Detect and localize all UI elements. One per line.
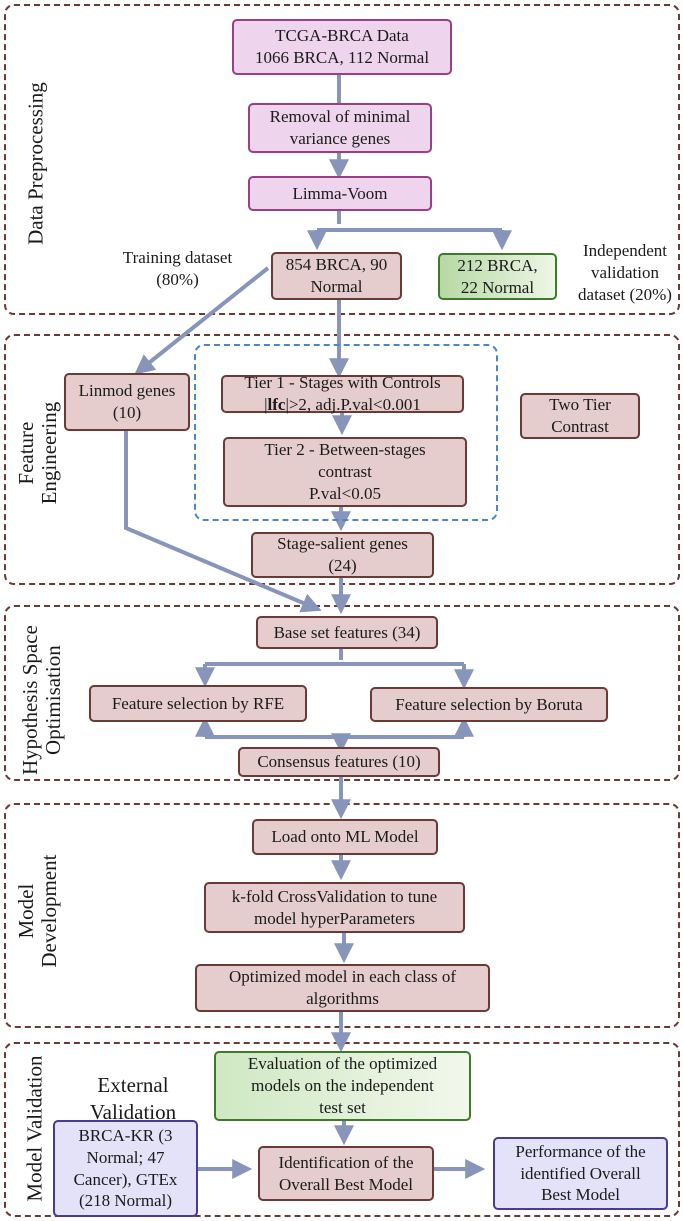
section-label-line: Development [37,854,61,968]
box-line: Normal [310,277,363,296]
box-line: Limma-Voom [292,183,388,203]
kfold-cross-validation-box: k-fold CrossValidation to tune model hyp… [204,882,465,933]
independent-validation-label: Independent validation dataset (20%) [569,240,681,305]
box-line: Overall Best Model [278,1174,414,1194]
lfc-bold: lfc [267,395,286,414]
optimized-model-box: Optimized model in each class of algorit… [195,964,490,1012]
box-line: |lfc|>2, adj.P.val<0.001 [244,394,440,416]
tier2-between-stages-box: Tier 2 - Between-stages contrast P.val<0… [223,437,467,507]
load-ml-model-box: Load onto ML Model [252,819,438,855]
box-line: Best Model [541,1185,620,1205]
box-line: Optimized model in each class of [228,967,457,987]
box-line: (218 Normal) [78,1191,172,1211]
box-line: models on the independent [251,1076,434,1096]
section-data-preprocessing [4,4,680,315]
note-line: Independent [582,241,668,260]
box-line: variance genes [289,129,391,148]
feature-selection-boruta-box: Feature selection by Boruta [370,687,608,722]
box-line: (24) [328,556,357,575]
section-label-hypothesis-space: Hypothesis Space Optimisation [17,615,65,785]
box-line: 212 BRCA, [457,255,538,275]
section-label-text: Data Preprocessing [23,82,48,245]
box-line: Feature selection by RFE [111,693,285,713]
section-label-line: Feature [13,421,38,485]
box-line: Contrast [551,417,609,436]
training-dataset-box: 854 BRCA, 90 Normal [271,252,402,300]
box-line: Tier 2 - Between-stages [264,440,426,460]
box-line: test set [319,1097,366,1117]
tcga-brca-data-box: TCGA-BRCA Data 1066 BRCA, 112 Normal [232,19,452,75]
note-line: validation [591,262,659,282]
section-label-line: Engineering [37,401,61,505]
linmod-genes-box: Linmod genes (10) [64,373,190,431]
validation-dataset-box: 212 BRCA, 22 Normal [438,253,557,300]
feature-selection-rfe-box: Feature selection by RFE [89,685,307,722]
training-dataset-label: Training dataset (80%) [110,247,245,291]
stage-salient-genes-box: Stage-salient genes (24) [251,532,434,578]
section-label-data-preprocessing: Data Preprocessing [23,64,48,264]
evaluation-optimized-models-box: Evaluation of the optimized models on th… [214,1051,471,1121]
box-line: Cancer), GTEx [73,1169,178,1189]
note-line: dataset (20%) [578,284,672,304]
box-line: k-fold CrossValidation to tune [231,886,438,906]
tier1-stages-with-controls-box: Tier 1 - Stages with Controls |lfc|>2, a… [221,373,464,416]
box-line: Stage-salient genes [277,534,408,554]
section-label-line: Model [13,883,38,939]
box-line: Consensus features (10) [257,752,421,772]
threshold-text: |>2, adj.P.val<0.001 [285,395,421,414]
performance-best-model-box: Performance of the identified Overall Be… [493,1137,668,1210]
box-line: model hyperParameters [254,908,415,928]
box-line: Linmod genes [78,381,176,401]
note-line: Training dataset [122,248,233,267]
identification-best-model-box: Identification of the Overall Best Model [258,1146,434,1201]
box-line: Identification of the [278,1152,414,1172]
consensus-features-box: Consensus features (10) [238,747,440,777]
box-line: Tier 1 - Stages with Controls [244,373,441,393]
removal-minimal-variance-box: Removal of minimal variance genes [248,103,432,153]
box-line: Feature selection by Boruta [395,694,583,714]
box-line: Normal; 47 [86,1147,165,1167]
box-line: identified Overall [520,1163,641,1183]
section-label-model-validation: Model Validation [22,1044,47,1214]
box-line: Evaluation of the optimized [247,1054,438,1074]
note-line: (80%) [156,269,199,289]
box-line: Removal of minimal [269,107,411,127]
section-label-feature-engineering: Feature Engineering [13,398,61,508]
box-line: Two Tier [549,395,611,415]
box-line: Load onto ML Model [271,827,419,847]
two-tier-contrast-box: Two Tier Contrast [520,393,640,439]
box-line: (10) [112,403,142,422]
section-label-line: Optimisation [41,645,65,755]
box-line: P.val<0.05 [309,483,381,503]
external-validation-title: External Validation [68,1072,198,1127]
box-line: algorithms [306,989,379,1008]
two-tier-contrast-group [194,344,498,521]
box-line: BRCA-KR (3 [78,1126,173,1145]
external-validation-datasets-box: BRCA-KR (3 Normal; 47 Cancer), GTEx (218… [53,1120,198,1217]
box-line: 1066 BRCA, 112 Normal [254,48,430,67]
section-label-line: Hypothesis Space [17,625,42,776]
box-line: 22 Normal [460,277,535,297]
abs-bar: | [264,395,268,414]
box-line: TCGA-BRCA Data [275,26,409,46]
box-line: 854 BRCA, 90 [285,255,388,275]
limma-voom-box: Limma-Voom [248,176,432,211]
box-line: contrast [318,462,372,482]
section-label-model-development: Model Development [13,851,61,971]
base-set-features-box: Base set features (34) [256,616,438,649]
box-line: Performance of the [515,1141,646,1161]
box-line: Base set features (34) [273,622,421,642]
section-label-text: Model Validation [22,1055,47,1202]
title-line: External [97,1073,169,1097]
